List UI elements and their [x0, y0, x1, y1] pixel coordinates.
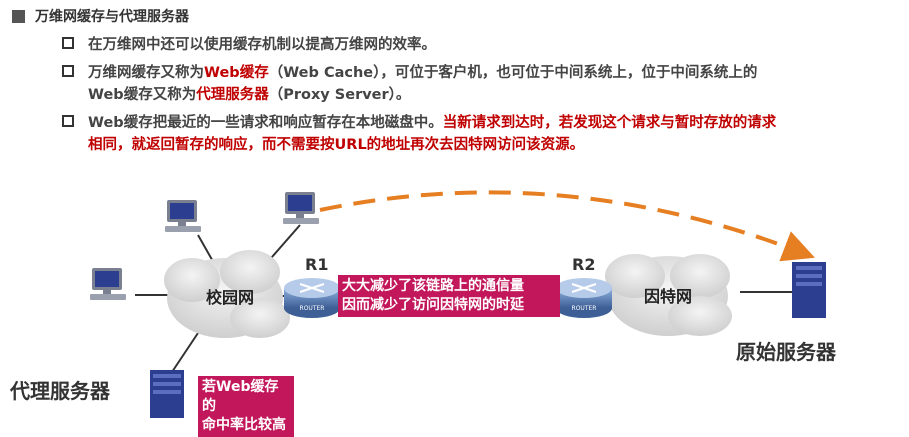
bullet-line: Web缓存又称为代理服务器（Proxy Server）。	[88, 84, 757, 106]
bullet-item-2: 万维网缓存又称为Web缓存（Web Cache），可位于客户机，也可位于中间系统…	[62, 62, 757, 106]
heading-text: 万维网缓存与代理服务器	[35, 9, 189, 25]
bullet-text: 在万维网中还可以使用缓存机制以提高万维网的效率。	[88, 34, 436, 56]
dashed-request-arrow	[319, 190, 815, 262]
body-text: Web缓存把最近的一些请求和响应暂存在本地磁盘中。	[88, 115, 443, 131]
campus-network-label: 校园网	[206, 288, 254, 307]
bullet-line: 在万维网中还可以使用缓存机制以提高万维网的效率。	[88, 34, 436, 56]
computer-icon	[90, 268, 126, 300]
bullet-line: 万维网缓存又称为Web缓存（Web Cache），可位于客户机，也可位于中间系统…	[88, 62, 757, 84]
internet-label: 因特网	[644, 287, 692, 306]
computer-icon	[283, 192, 319, 224]
body-text: 万维网缓存又称为	[88, 65, 204, 81]
router-r1-icon: ROUTER	[284, 278, 340, 318]
link-callout: 大大减少了该链路上的通信量 因而减少了访问因特网的时延	[338, 275, 560, 317]
origin-server-icon	[792, 262, 826, 318]
proxy-callout: 若Web缓存的 命中率比较高	[198, 376, 294, 437]
highlight-text: 代理服务器	[196, 87, 269, 103]
body-text: （Web Cache），可位于客户机，也可位于中间系统上，位于中间系统上的	[268, 65, 758, 81]
internet-cloud	[605, 254, 732, 336]
bullet-text: Web缓存把最近的一些请求和响应暂存在本地磁盘中。当新请求到达时，若发现这个请求…	[88, 112, 776, 156]
computer-icon	[165, 200, 201, 232]
checkbox-bullet-icon	[62, 65, 74, 77]
proxy-server-label: 代理服务器	[9, 379, 111, 403]
router-r2-icon: ROUTER	[556, 278, 612, 318]
network-diagram: 校园网 因特网 ROUTER R1 ROUTER R2	[9, 190, 837, 418]
highlight-text: 相同，就返回暂存的响应，而不需要按URL的地址再次去因特网访问该资源。	[88, 137, 585, 153]
router-r1-text: ROUTER	[300, 305, 325, 312]
router-r2-text: ROUTER	[572, 305, 597, 312]
body-text: （Proxy Server）。	[268, 87, 411, 103]
bullet-item-1: 在万维网中还可以使用缓存机制以提高万维网的效率。	[62, 34, 436, 56]
proxy-server-icon	[150, 370, 184, 418]
link-callout-line-1: 大大减少了该链路上的通信量	[342, 278, 524, 294]
bullet-item-3: Web缓存把最近的一些请求和响应暂存在本地磁盘中。当新请求到达时，若发现这个请求…	[62, 112, 776, 156]
section-heading: 万维网缓存与代理服务器	[12, 6, 189, 26]
body-text: 在万维网中还可以使用缓存机制以提高万维网的效率。	[88, 37, 436, 53]
bullet-text: 万维网缓存又称为Web缓存（Web Cache），可位于客户机，也可位于中间系统…	[88, 62, 757, 106]
highlight-text: Web缓存	[204, 65, 269, 81]
proxy-callout-line-2: 命中率比较高	[202, 417, 286, 433]
router-r1-label: R1	[305, 255, 328, 274]
checkbox-bullet-icon	[62, 37, 74, 49]
bullet-line: Web缓存把最近的一些请求和响应暂存在本地磁盘中。当新请求到达时，若发现这个请求…	[88, 112, 776, 134]
origin-server-label: 原始服务器	[736, 340, 837, 364]
router-r2-label: R2	[572, 255, 595, 274]
proxy-callout-line-1: 若Web缓存的	[202, 379, 279, 414]
bullet-line: 相同，就返回暂存的响应，而不需要按URL的地址再次去因特网访问该资源。	[88, 134, 776, 156]
body-text: Web缓存又称为	[88, 87, 197, 103]
checkbox-bullet-icon	[62, 115, 74, 127]
campus-network-cloud	[164, 250, 290, 338]
heading-square-icon	[12, 9, 25, 23]
highlight-text: 当新请求到达时，若发现这个请求与暂时存放的请求	[442, 115, 777, 131]
link-callout-line-2: 因而减少了访问因特网的时延	[342, 297, 524, 313]
